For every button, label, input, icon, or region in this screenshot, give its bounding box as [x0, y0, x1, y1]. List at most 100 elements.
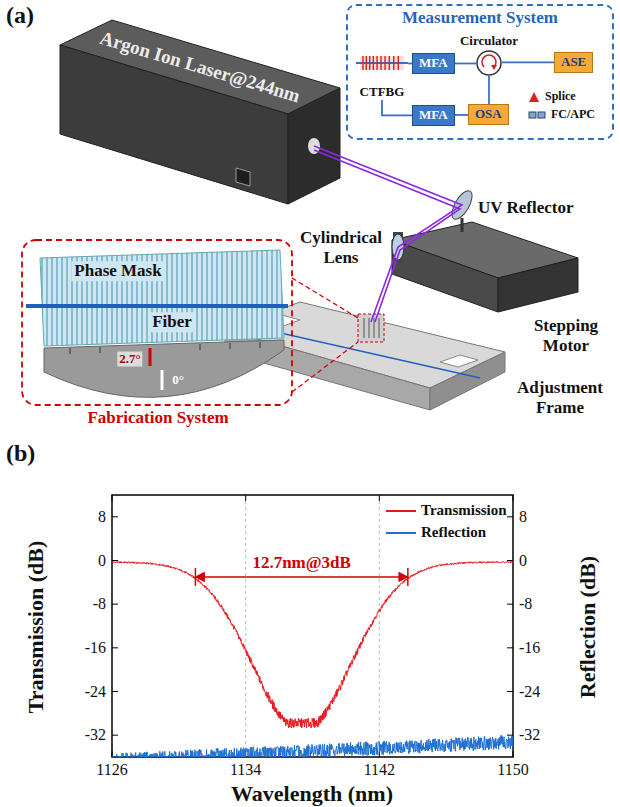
tick-label: 1134 [230, 761, 261, 779]
analyzer-box: OSA [468, 104, 509, 125]
node-label: MFA [419, 108, 448, 123]
tick-mark [379, 495, 380, 501]
grid-line [245, 495, 246, 757]
circulator-symbol [477, 51, 501, 75]
legend-swatch [386, 532, 416, 534]
adjustment-frame [430, 352, 505, 410]
tick-label: -32 [519, 726, 540, 744]
adjustment-frame [374, 318, 375, 338]
tick-label: 0 [98, 551, 106, 569]
fiber-link [502, 62, 554, 64]
angle-label: 0° [172, 373, 184, 388]
tick-mark [112, 751, 113, 757]
node-label: OSA [475, 107, 502, 122]
adjustment-frame [369, 318, 370, 338]
fabrication-inset [161, 370, 164, 390]
legend-text: Splice [545, 90, 576, 104]
fabrication-inset [100, 347, 101, 353]
reflection-curve [112, 735, 513, 757]
grating-symbol [393, 56, 394, 70]
tick-label: -16 [85, 639, 106, 657]
plot-curves [112, 561, 513, 757]
system-box: Measurement SystemCTFBGMFACirculatorASEM… [346, 4, 614, 140]
laser-body [60, 20, 340, 204]
fabrication-inset [230, 343, 231, 349]
tick-label: 1126 [96, 761, 127, 779]
part-name: Adjustment Frame [512, 378, 608, 417]
bandwidth-arrow [195, 576, 407, 578]
legend-swatch [386, 510, 416, 512]
axis-title: Wavelength (nm) [231, 783, 393, 805]
tick-mark [112, 495, 113, 501]
legend-swatch [528, 109, 546, 121]
tick-mark [513, 751, 514, 757]
legend-swatch [386, 506, 416, 516]
tick-mark [112, 516, 118, 517]
tick-mark [112, 604, 118, 605]
tick-label: 8 [519, 508, 527, 526]
adjustment-frame [364, 318, 365, 338]
legend-swatch [528, 91, 540, 103]
system-name: Fabrication System [87, 408, 228, 428]
part-name: Phase Mask [71, 261, 164, 281]
legend-entry: Transmission [386, 502, 507, 519]
axis-title: Transmission (dB) [25, 541, 47, 714]
fabrication-inset [26, 304, 288, 308]
fabrication-inset [200, 344, 201, 350]
tick-mark [507, 647, 513, 648]
part-name: Stepping Motor [520, 316, 612, 355]
fiber-link [455, 114, 468, 116]
grid-line [379, 495, 380, 757]
grating-symbol [389, 56, 390, 70]
amplifier-box: MFA [412, 105, 455, 126]
legend-swatch [538, 112, 545, 118]
stepping-motor [498, 258, 578, 312]
tick-label: 0 [519, 551, 527, 569]
legend-entry: FC/APC [528, 108, 595, 122]
fabrication-inset [44, 340, 284, 397]
tick-mark [513, 495, 514, 501]
panel-letter: (b) [6, 440, 35, 468]
plot-frame [112, 495, 513, 757]
fabrication-inset [70, 342, 260, 354]
legend-entry: Splice [528, 90, 576, 104]
bandwidth-bar [195, 568, 197, 586]
tick-mark [507, 735, 513, 736]
tick-mark [507, 691, 513, 692]
grating-symbol [362, 56, 363, 70]
uv-reflector [448, 188, 476, 232]
adjustment-frame [440, 355, 478, 367]
fabrication-inset [22, 240, 358, 405]
axis-title: Reflection (dB) [577, 556, 599, 698]
legend-text: Reflection [421, 524, 486, 541]
grating-symbol [356, 62, 408, 64]
laser-body [236, 168, 250, 186]
tick-mark [112, 735, 118, 736]
legend-swatch [529, 92, 539, 102]
bandwidth-label: 12.7nm@3dB [252, 553, 350, 573]
tick-label: -24 [85, 682, 106, 700]
fabrication-inset [70, 348, 71, 354]
adjustment-frame [358, 314, 384, 342]
grating-symbol [380, 56, 381, 70]
legend-text: FC/APC [551, 108, 595, 122]
fabrication-inset [40, 250, 284, 346]
spectrum-chart [112, 495, 513, 767]
tick-mark [112, 647, 118, 648]
bandwidth-bar [407, 568, 409, 586]
system-title: Measurement System [348, 8, 612, 28]
part-name: UV Reflector [478, 198, 574, 218]
tick-label: -24 [519, 682, 540, 700]
tick-mark [112, 691, 118, 692]
part-name: Cylindrical Lens [298, 228, 384, 267]
fabrication-inset [292, 342, 358, 392]
circulator-symbol: Circulator [476, 50, 502, 76]
node-label: CTFBG [360, 85, 405, 100]
grating-symbol [398, 56, 399, 70]
tick-mark [112, 560, 118, 561]
tick-label: -16 [519, 639, 540, 657]
fiber-link [382, 100, 412, 115]
amplifier-box: MFA [412, 53, 455, 74]
legend-swatch [386, 528, 416, 538]
